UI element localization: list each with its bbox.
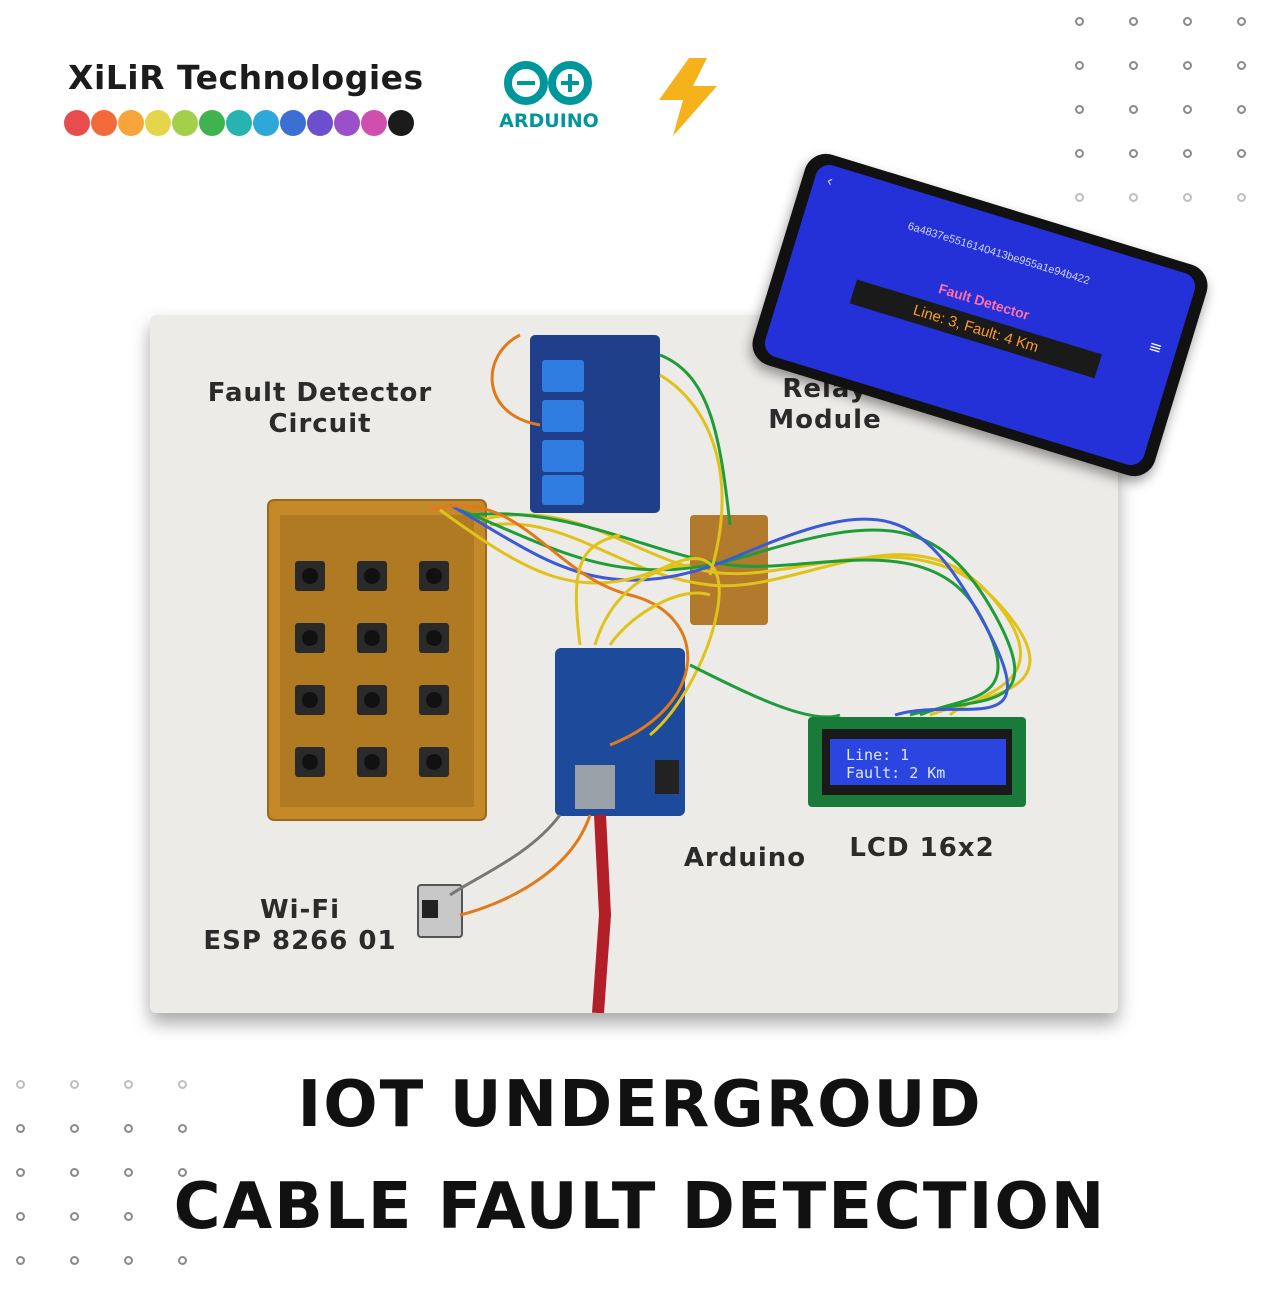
keypad-button-cap (364, 568, 380, 584)
lightning-bolt-icon (659, 58, 717, 136)
circuit-wiring-illustration (267, 333, 1032, 1013)
brand-dot (307, 110, 333, 136)
label-lcd: LCD 16x2 (849, 833, 995, 863)
dot-grid-top-right (1075, 17, 1280, 237)
title-line-2: CABLE FAULT DETECTION (173, 1170, 1107, 1244)
brand-dot (253, 110, 279, 136)
keypad-button-cap (364, 630, 380, 646)
dot-grid-bottom-left (16, 1080, 232, 1300)
brand-dot (280, 110, 306, 136)
brand-dot (91, 110, 117, 136)
brand-dot (226, 110, 252, 136)
brand-name: XiLiR Technologies (68, 58, 424, 97)
title-line-1: IOT UNDERGROUD (297, 1068, 983, 1142)
brand-dot (172, 110, 198, 136)
brand-color-dots (64, 110, 414, 136)
keypad-button-cap (364, 754, 380, 770)
brand-dot (145, 110, 171, 136)
brand-dot (118, 110, 144, 136)
lcd-line-1: Line: 1 (846, 746, 910, 764)
lcd-line-2: Fault: 2 Km (846, 764, 946, 782)
label-arduino: Arduino (683, 843, 807, 873)
keypad-button-cap (426, 754, 442, 770)
keypad-button-cap (364, 692, 380, 708)
label-fault-detector-circuit: Fault Detector Circuit (207, 378, 433, 439)
arduino-logo: ARDUINO (496, 58, 602, 132)
arduino-infinity-icon (504, 61, 592, 105)
keypad-button-cap (302, 692, 318, 708)
brand-dot (361, 110, 387, 136)
brand-dot (199, 110, 225, 136)
project-board: Line: 1 Fault: 2 Km (150, 315, 1118, 1013)
keypad-button-cap (302, 630, 318, 646)
brand-dot (334, 110, 360, 136)
arduino-logo-text: ARDUINO (499, 110, 599, 132)
keypad-button-cap (302, 754, 318, 770)
brand-dot (64, 110, 90, 136)
phone-back-icon[interactable]: ‹ (824, 170, 836, 191)
keypad-button-cap (426, 568, 442, 584)
keypad-button-cap (426, 630, 442, 646)
label-wifi-esp: Wi-Fi ESP 8266 01 (203, 895, 397, 956)
brand-dot (388, 110, 414, 136)
keypad-button-cap (302, 568, 318, 584)
keypad-button-cap (426, 692, 442, 708)
